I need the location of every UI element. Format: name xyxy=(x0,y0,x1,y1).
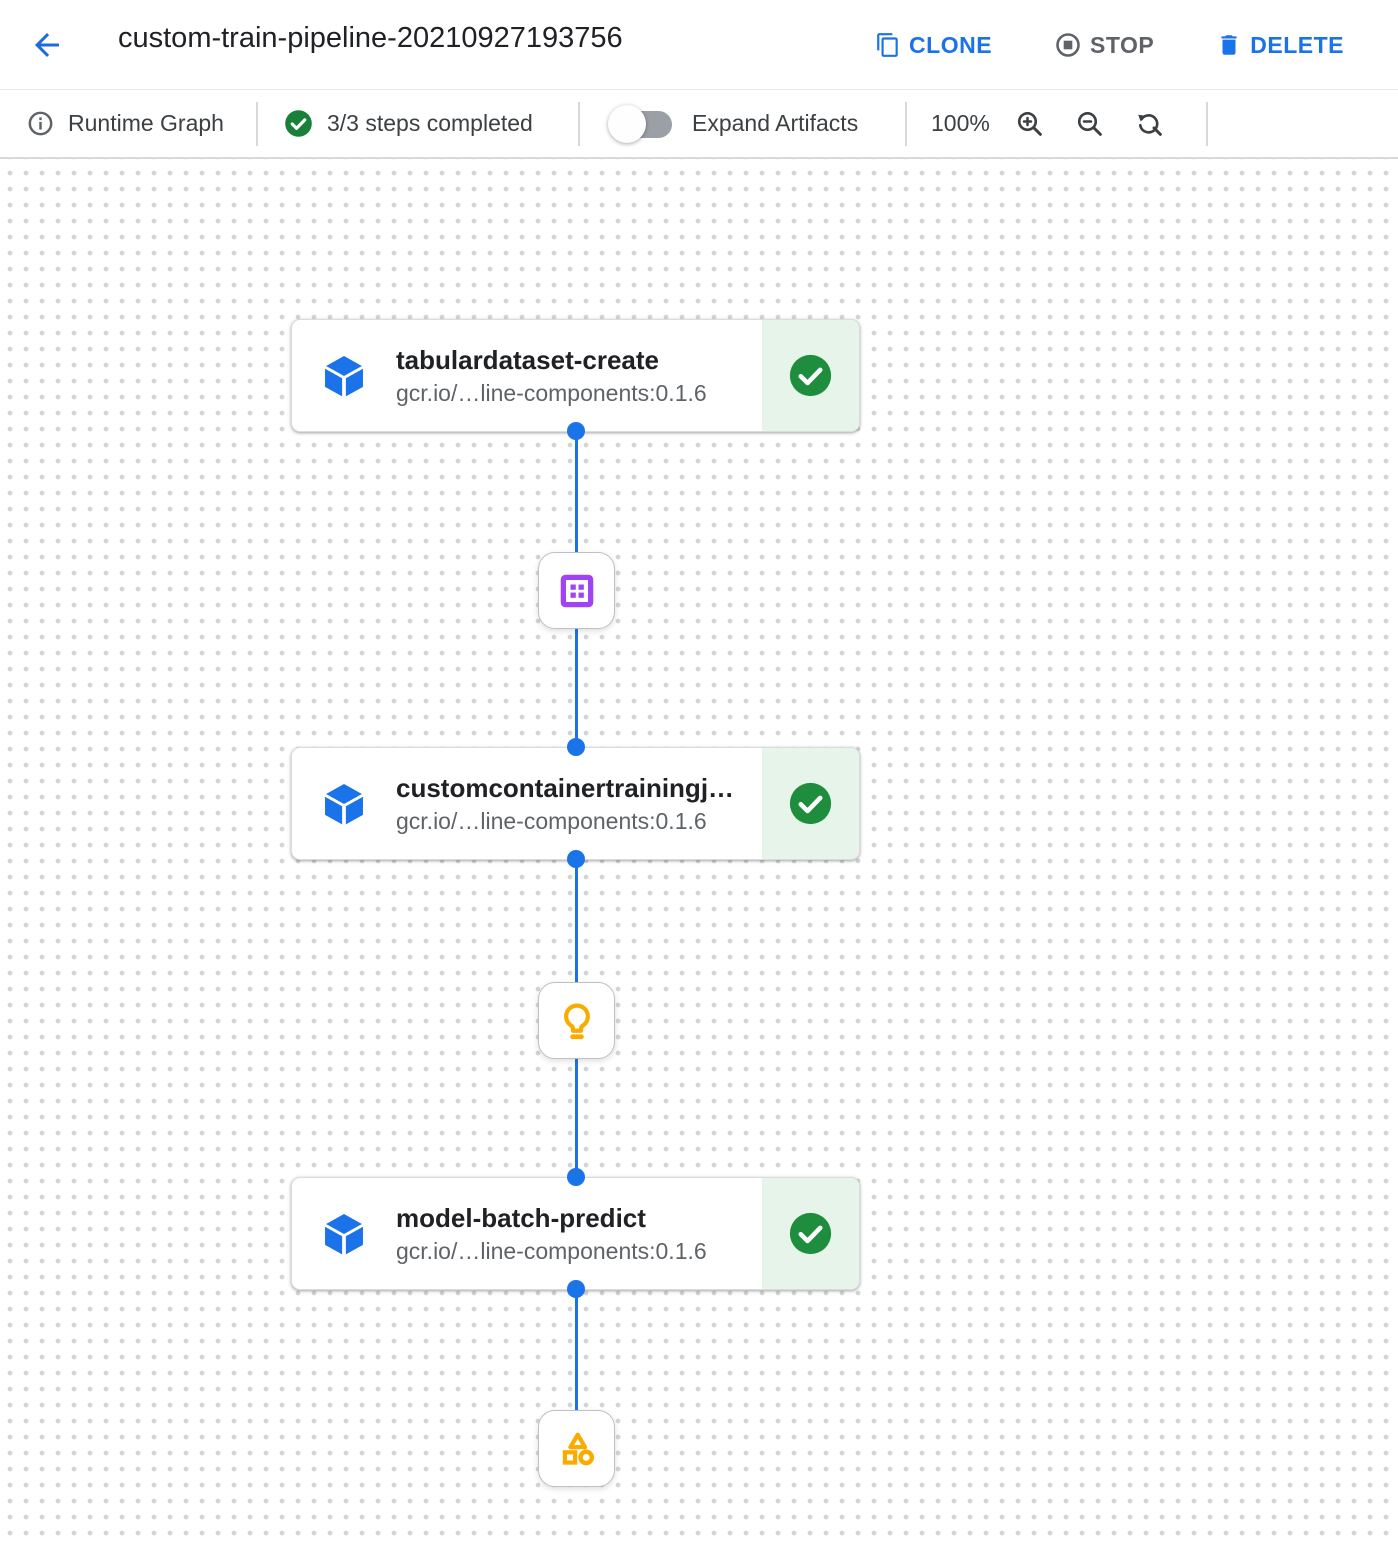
port-dot xyxy=(567,422,585,440)
clone-copy-icon xyxy=(877,33,898,57)
generic-artifact-icon xyxy=(562,1432,594,1465)
clone-button[interactable]: CLONE xyxy=(875,32,992,59)
toolbar-divider xyxy=(1206,102,1208,146)
graph-toolbar: Runtime Graph 3/3 steps completed Expand… xyxy=(0,90,1398,159)
node-title: model-batch-predict xyxy=(396,1202,646,1233)
node-text: tabulardataset-create gcr.io/…line-compo… xyxy=(396,320,762,431)
node-status-completed xyxy=(762,320,859,431)
arrow-back-icon xyxy=(35,33,59,57)
stop-button[interactable]: STOP xyxy=(1054,31,1154,59)
connector-line xyxy=(575,431,578,553)
pipeline-node-customcontainertrainingjob[interactable]: customcontainertrainingj… gcr.io/…line-c… xyxy=(291,747,860,860)
pipeline-node-tabulardataset-create[interactable]: tabulardataset-create gcr.io/…line-compo… xyxy=(291,319,860,432)
node-subtitle: gcr.io/…line-components:0.1.6 xyxy=(396,379,707,406)
connector-line xyxy=(575,628,578,748)
port-dot xyxy=(567,1168,585,1186)
node-subtitle: gcr.io/…line-components:0.1.6 xyxy=(396,1237,707,1264)
node-subtitle: gcr.io/…line-components:0.1.6 xyxy=(396,807,707,834)
back-arrow-button[interactable] xyxy=(26,24,68,66)
zoom-icons xyxy=(1012,106,1168,142)
zoom-controls-group: 100% xyxy=(931,90,1168,157)
connector-line xyxy=(575,1289,578,1411)
page-title: custom-train-pipeline-20210927193756 xyxy=(118,22,623,54)
pipeline-graph-canvas[interactable]: tabulardataset-create gcr.io/…line-compo… xyxy=(0,159,1398,1544)
artifact-node-generic[interactable] xyxy=(538,1410,615,1487)
pipeline-component-cube-icon xyxy=(292,1178,396,1289)
port-dot xyxy=(567,1280,585,1298)
delete-trash-icon xyxy=(1221,35,1237,55)
expand-artifacts-group: Expand Artifacts xyxy=(608,90,858,157)
toggle-knob xyxy=(608,104,646,143)
clone-button-label: CLONE xyxy=(909,31,993,58)
stop-icon xyxy=(1056,33,1080,57)
zoom-level-value: 100% xyxy=(931,110,990,136)
zoom-in-button[interactable] xyxy=(1012,106,1048,142)
dataset-grid-icon xyxy=(560,574,593,607)
port-dot xyxy=(567,738,585,756)
connector-line xyxy=(575,859,578,983)
stop-button-label: STOP xyxy=(1090,31,1155,58)
zoom-out-button[interactable] xyxy=(1072,106,1108,142)
expand-artifacts-label: Expand Artifacts xyxy=(692,110,859,136)
pipeline-node-model-batch-predict[interactable]: model-batch-predict gcr.io/…line-compone… xyxy=(291,1177,860,1290)
port-dot xyxy=(567,850,585,868)
zoom-reset-icon xyxy=(1138,113,1162,136)
node-status-completed xyxy=(762,748,859,859)
zoom-in-icon xyxy=(1017,111,1042,136)
model-lightbulb-icon xyxy=(563,1002,590,1039)
toolbar-divider xyxy=(256,102,258,146)
toolbar-divider xyxy=(905,102,907,146)
artifact-node-model[interactable] xyxy=(538,982,615,1059)
delete-button-label: DELETE xyxy=(1250,31,1344,58)
info-icon[interactable] xyxy=(27,110,54,137)
zoom-reset-button[interactable] xyxy=(1132,106,1168,142)
header-bar: custom-train-pipeline-20210927193756 CLO… xyxy=(0,0,1398,90)
delete-button[interactable]: DELETE xyxy=(1216,32,1344,59)
node-title: customcontainertrainingj… xyxy=(396,772,735,803)
runtime-graph-group: Runtime Graph xyxy=(27,90,224,157)
connector-line xyxy=(575,1057,578,1178)
success-check-icon xyxy=(789,1212,832,1255)
success-check-icon xyxy=(789,782,832,825)
success-check-icon xyxy=(789,354,832,397)
pipeline-component-cube-icon xyxy=(292,320,396,431)
node-status-completed xyxy=(762,1178,859,1289)
pipeline-component-cube-icon xyxy=(292,748,396,859)
node-text: model-batch-predict gcr.io/…line-compone… xyxy=(396,1178,762,1289)
steps-check-icon xyxy=(285,110,312,137)
header-actions: CLONE STOP DELETE xyxy=(875,0,1398,90)
node-text: customcontainertrainingj… gcr.io/…line-c… xyxy=(396,748,762,859)
node-title: tabulardataset-create xyxy=(396,344,659,375)
artifact-node-dataset[interactable] xyxy=(538,552,615,629)
zoom-out-icon xyxy=(1077,111,1102,136)
steps-completed-label: 3/3 steps completed xyxy=(327,110,533,136)
expand-artifacts-toggle[interactable] xyxy=(608,104,672,144)
steps-completed-group: 3/3 steps completed xyxy=(284,90,533,157)
toolbar-divider xyxy=(578,102,580,146)
runtime-graph-label: Runtime Graph xyxy=(68,110,224,136)
